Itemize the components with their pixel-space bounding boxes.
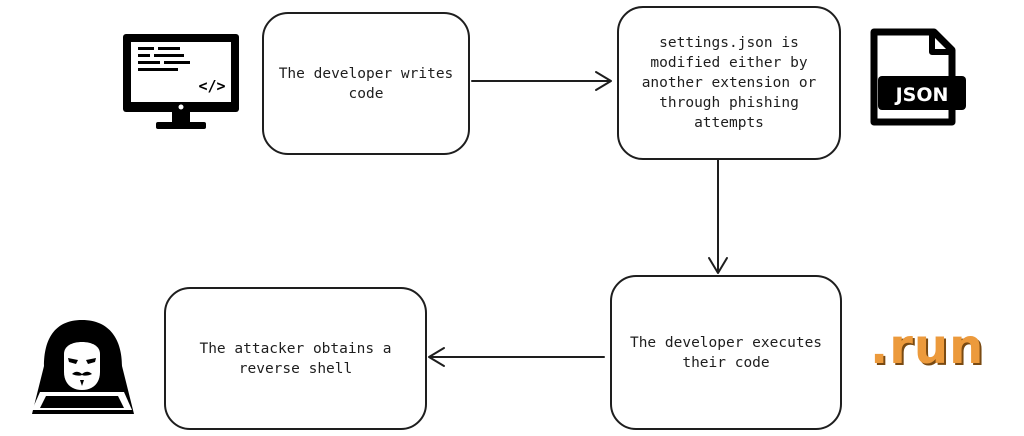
arrow-executes-to-shell-head — [428, 347, 445, 367]
code-monitor-icon: </> — [123, 34, 239, 129]
run-extension-icon: .run — [870, 323, 984, 371]
json-file-icon: JSON — [870, 28, 966, 126]
node-developer-writes-code[interactable]: The developer writes code — [262, 12, 470, 155]
node-attacker-reverse-shell-text: The attacker obtains a reverse shell — [199, 340, 392, 377]
node-developer-executes-code[interactable]: The developer executes their code — [610, 275, 842, 430]
json-label: JSON — [894, 84, 949, 106]
run-text: .run — [870, 319, 985, 375]
code-glyph: </> — [198, 77, 225, 95]
node-attacker-reverse-shell[interactable]: The attacker obtains a reverse shell — [164, 287, 427, 430]
node-settings-json-modified-text: settings.json is modified either by anot… — [641, 35, 817, 131]
node-settings-json-modified[interactable]: settings.json is modified either by anot… — [617, 6, 841, 160]
arrow-writes-to-settings-head — [595, 71, 612, 91]
hooded-hacker-icon — [32, 320, 134, 414]
arrow-settings-to-executes-head — [708, 257, 728, 274]
node-developer-writes-code-text: The developer writes code — [278, 65, 454, 102]
node-developer-executes-code-text: The developer executes their code — [629, 334, 823, 371]
